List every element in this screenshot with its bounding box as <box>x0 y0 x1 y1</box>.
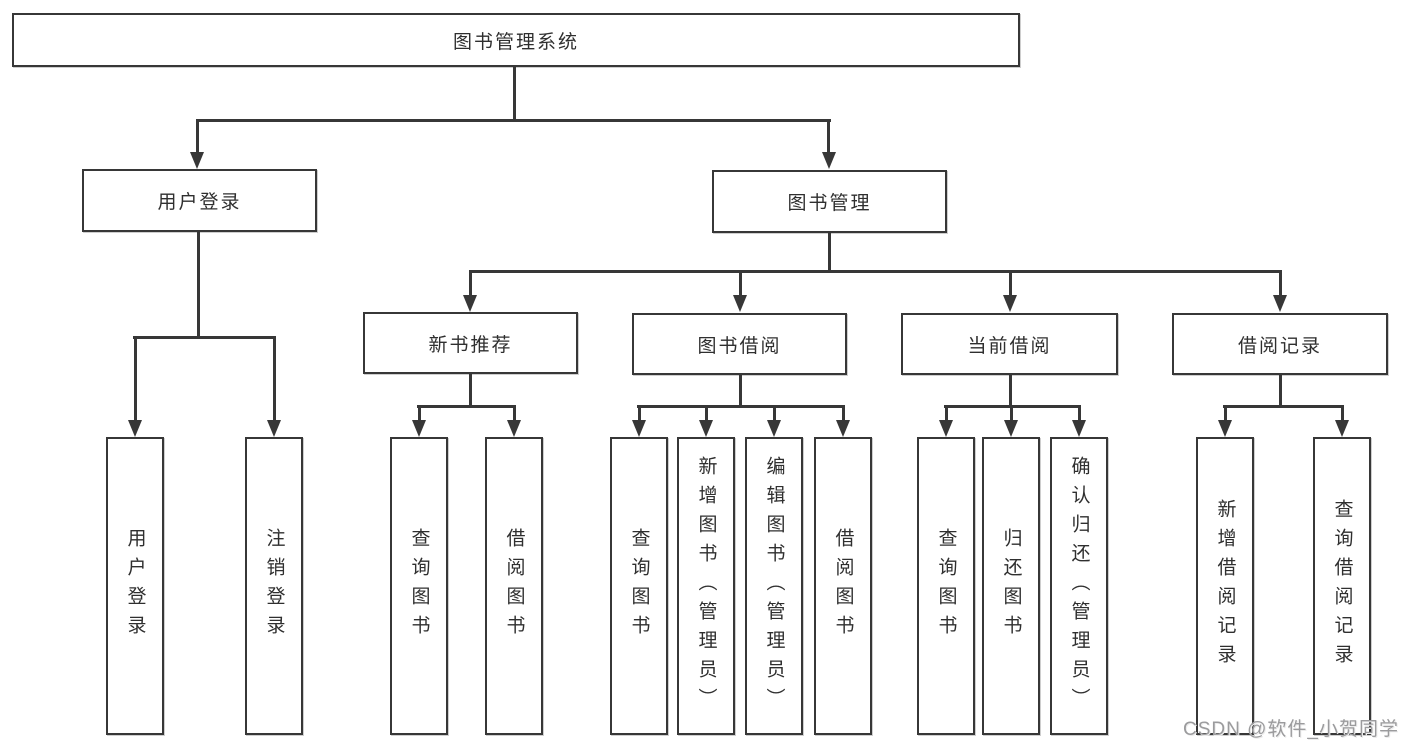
arrow-down-icon <box>632 420 646 437</box>
node-label: 图书管理系统 <box>452 31 579 53</box>
leaf-query-books-recommend: 查询图书 <box>390 437 448 735</box>
connector-bar-borrow <box>637 405 845 408</box>
arrow-down-icon <box>699 420 713 437</box>
csdn-watermark: CSDN @软件_小贺同学 <box>1183 719 1399 740</box>
connector-bar-user-login <box>133 336 276 339</box>
arrow-down-icon <box>836 420 850 437</box>
connector-stem-user-login <box>197 232 200 338</box>
arrow-down-icon <box>1004 420 1018 437</box>
connector-drop-leaf <box>1010 405 1013 422</box>
node-label: 确认归还（管理员） <box>1068 455 1090 717</box>
node-label: 查询图书 <box>628 528 650 644</box>
arrow-down-icon <box>463 295 477 312</box>
connector-drop-leaf <box>134 336 137 421</box>
connector-drop-leaf <box>273 336 276 421</box>
node-new-book-recommend: 新书推荐 <box>363 312 578 374</box>
connector-drop-leaf <box>773 405 776 422</box>
node-label: 借阅图书 <box>832 528 854 644</box>
arrow-down-icon <box>412 420 426 437</box>
connector-bar-level1 <box>196 119 831 122</box>
node-label: 注销登录 <box>263 528 285 644</box>
node-label: 借阅图书 <box>503 528 525 644</box>
node-label: 查询图书 <box>935 528 957 644</box>
connector-bar-level3 <box>469 270 1282 273</box>
connector-stem-recommend <box>469 374 472 407</box>
node-label: 用户登录 <box>124 528 146 644</box>
node-label: 编辑图书（管理员） <box>763 455 785 717</box>
arrow-down-icon <box>1335 420 1349 437</box>
arrow-down-icon <box>1072 420 1086 437</box>
arrow-down-icon <box>767 420 781 437</box>
arrow-down-icon <box>267 420 281 437</box>
node-borrow-records: 借阅记录 <box>1172 313 1388 375</box>
node-book-borrowing: 图书借阅 <box>632 313 847 375</box>
node-label: 用户登录 <box>157 192 242 213</box>
leaf-user-login: 用户登录 <box>106 437 164 735</box>
connector-drop-leaf <box>638 405 641 422</box>
connector-drop-borrow <box>739 270 742 296</box>
leaf-add-borrow-record: 新增借阅记录 <box>1196 437 1254 735</box>
connector-drop-leaf <box>705 405 708 422</box>
leaf-confirm-return-admin: 确认归还（管理员） <box>1050 437 1108 735</box>
node-label: 查询图书 <box>408 528 430 644</box>
node-label: 查询借阅记录 <box>1331 499 1353 673</box>
connector-drop-leaf <box>945 405 948 422</box>
arrow-down-icon <box>1273 295 1287 312</box>
arrow-down-icon <box>1218 420 1232 437</box>
connector-bar-records <box>1223 405 1344 408</box>
connector-drop-leaf <box>513 405 516 422</box>
node-current-borrowing: 当前借阅 <box>901 313 1118 375</box>
node-label: 新增借阅记录 <box>1214 499 1236 673</box>
leaf-borrow-books: 借阅图书 <box>814 437 872 735</box>
connector-drop-current <box>1009 270 1012 296</box>
arrow-down-icon <box>190 152 204 169</box>
connector-bar-recommend <box>417 405 516 408</box>
connector-drop-records <box>1279 270 1282 296</box>
node-label: 图书管理 <box>787 193 872 214</box>
connector-drop-book-mgmt <box>827 119 830 153</box>
connector-drop-leaf <box>1341 405 1344 422</box>
arrow-down-icon <box>128 420 142 437</box>
node-book-management: 图书管理 <box>712 170 947 233</box>
arrow-down-icon <box>733 295 747 312</box>
connector-drop-recommend <box>469 270 472 296</box>
connector-drop-leaf <box>418 405 421 422</box>
node-label: 新增图书（管理员） <box>695 455 717 717</box>
leaf-query-books-borrow: 查询图书 <box>610 437 668 735</box>
arrow-down-icon <box>507 420 521 437</box>
arrow-down-icon <box>1003 295 1017 312</box>
connector-stem-book-mgmt <box>828 233 831 272</box>
leaf-query-borrow-record: 查询借阅记录 <box>1313 437 1371 735</box>
connector-stem-current <box>1009 375 1012 407</box>
node-label: 图书借阅 <box>697 335 782 357</box>
connector-stem-borrow <box>739 375 742 407</box>
connector-drop-leaf <box>1224 405 1227 422</box>
leaf-return-books: 归还图书 <box>982 437 1040 735</box>
leaf-edit-books-admin: 编辑图书（管理员） <box>745 437 803 735</box>
leaf-query-books-current: 查询图书 <box>917 437 975 735</box>
arrow-down-icon <box>822 152 836 169</box>
connector-stem-records <box>1279 375 1282 407</box>
leaf-add-books-admin: 新增图书（管理员） <box>677 437 735 735</box>
connector-drop-leaf <box>842 405 845 422</box>
node-label: 新书推荐 <box>428 334 513 356</box>
leaf-logout: 注销登录 <box>245 437 303 735</box>
arrow-down-icon <box>939 420 953 437</box>
leaf-borrow-books-recommend: 借阅图书 <box>485 437 543 735</box>
connector-drop-user-login <box>196 119 199 153</box>
node-label: 归还图书 <box>1000 528 1022 644</box>
node-label: 借阅记录 <box>1237 335 1322 357</box>
node-root-library-system: 图书管理系统 <box>12 13 1020 67</box>
node-label: 当前借阅 <box>967 335 1052 357</box>
node-user-login: 用户登录 <box>82 169 317 232</box>
connector-stem-root <box>513 66 516 120</box>
connector-drop-leaf <box>1078 405 1081 422</box>
